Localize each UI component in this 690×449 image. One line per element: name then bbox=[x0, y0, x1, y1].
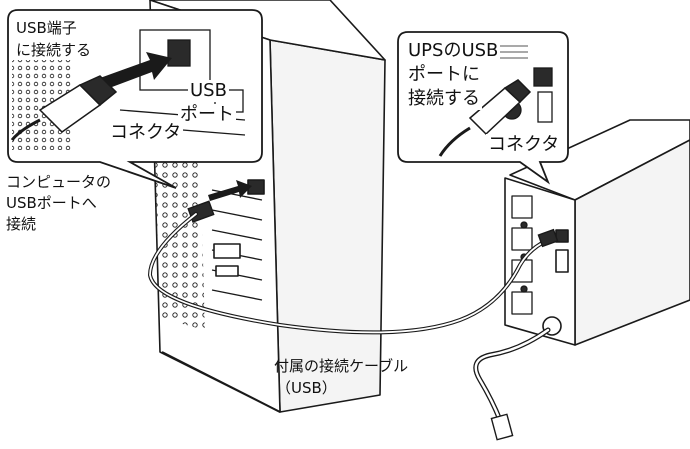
computer-label-line3: 接続 bbox=[6, 215, 37, 233]
power-cord bbox=[473, 327, 551, 423]
usb-port-label-line1: USB bbox=[188, 80, 229, 102]
left-callout bbox=[7, 9, 263, 189]
cable-label-line1: 付属の接続ケーブル bbox=[274, 357, 409, 375]
left-callout-text-line2: に接続する bbox=[16, 41, 92, 59]
power-plug bbox=[490, 413, 514, 441]
ups-callout-text-line3: 接続する bbox=[406, 88, 482, 110]
left-connector-label: コネクタ bbox=[108, 122, 184, 144]
ups-connector-label: コネクタ bbox=[486, 134, 562, 156]
cable-label-line2: （USB） bbox=[276, 379, 337, 397]
ups-callout-text-line1: UPSのUSB bbox=[406, 40, 501, 62]
ups-unit bbox=[504, 119, 690, 346]
ups-callout-text-line2: ポートに bbox=[406, 64, 482, 86]
computer-label-line1: コンピュータの bbox=[6, 173, 112, 191]
usb-port-label-line2: ポート bbox=[178, 104, 236, 126]
computer-label-line2: USBポートへ bbox=[6, 194, 97, 212]
ups-usb-plug bbox=[537, 228, 559, 248]
left-callout-text-line1: USB端子 bbox=[16, 19, 77, 37]
pc-port-arrow-icon bbox=[208, 180, 252, 201]
